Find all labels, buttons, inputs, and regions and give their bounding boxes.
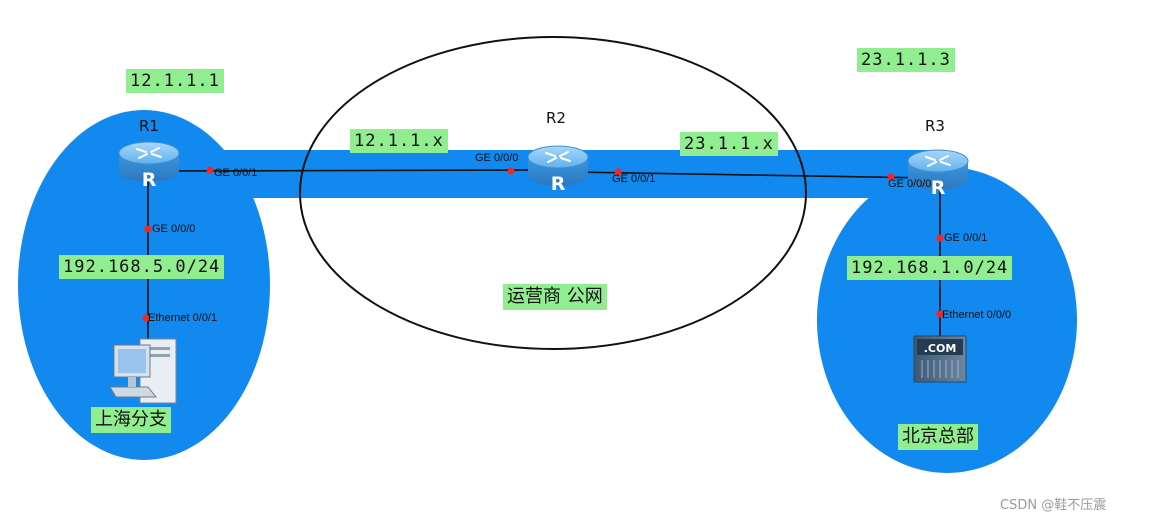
link-r1-r2 bbox=[164, 169, 546, 172]
server-badge-label: .COM bbox=[924, 342, 957, 355]
port-dot-pc-eth bbox=[142, 314, 150, 322]
port-label-r3-ge000: GE 0/0/0 bbox=[888, 178, 932, 190]
router-r3-name: R3 bbox=[925, 117, 945, 135]
port-dot-r1-ge001 bbox=[206, 166, 214, 174]
port-dot-r2-ge000 bbox=[507, 167, 515, 175]
link-r1-r2-subnet: 12.1.1.x bbox=[350, 129, 448, 153]
port-label-r2-ge000: GE 0/0/0 bbox=[475, 152, 519, 164]
port-label-pc-eth: Ethernet 0/0/1 bbox=[148, 312, 218, 324]
port-dot-r3-ge001 bbox=[936, 234, 944, 242]
shanghai-branch-label: 上海分支 bbox=[91, 407, 171, 433]
port-label-server-eth: Ethernet 0/0/0 bbox=[942, 309, 1012, 321]
link-r2-r3 bbox=[569, 171, 931, 179]
r1-ip-label: 12.1.1.1 bbox=[126, 69, 224, 93]
beijing-lan-subnet: 192.168.1.0/24 bbox=[847, 256, 1013, 280]
port-label-r3-ge001: GE 0/0/1 bbox=[944, 232, 988, 244]
server-icon[interactable]: .COM bbox=[913, 335, 967, 383]
shanghai-lan-subnet: 192.168.5.0/24 bbox=[59, 255, 225, 279]
port-dot-server-eth bbox=[936, 310, 944, 318]
router-r2-name: R2 bbox=[546, 109, 566, 127]
link-r2-r3-subnet: 23.1.1.x bbox=[680, 132, 778, 156]
port-dot-r2-ge001 bbox=[614, 168, 622, 176]
r3-ip-label: 23.1.1.3 bbox=[857, 48, 955, 72]
router-r2-icon[interactable]: R bbox=[527, 145, 589, 195]
port-label-r2-ge001: GE 0/0/1 bbox=[612, 173, 656, 185]
beijing-hq-label: 北京总部 bbox=[898, 424, 978, 450]
isp-public-network-label: 运营商 公网 bbox=[503, 284, 607, 310]
isp-cloud bbox=[299, 36, 807, 350]
beijing-region bbox=[817, 167, 1077, 473]
router-r1-glyph: R bbox=[142, 169, 157, 191]
router-r1-icon[interactable]: R bbox=[118, 141, 180, 191]
pc-icon[interactable] bbox=[109, 338, 177, 404]
router-r1-name: R1 bbox=[139, 117, 159, 135]
csdn-watermark: CSDN @鞋不压震 bbox=[1000, 498, 1107, 513]
port-label-r1-ge001: GE 0/0/1 bbox=[214, 167, 258, 179]
port-dot-r1-ge000 bbox=[144, 225, 152, 233]
port-dot-r3-ge000 bbox=[887, 173, 895, 181]
port-label-r1-ge000: GE 0/0/0 bbox=[152, 223, 196, 235]
router-r2-glyph: R bbox=[551, 173, 566, 195]
router-r3-glyph: R bbox=[931, 177, 946, 199]
router-r3-icon[interactable]: R bbox=[907, 149, 969, 199]
